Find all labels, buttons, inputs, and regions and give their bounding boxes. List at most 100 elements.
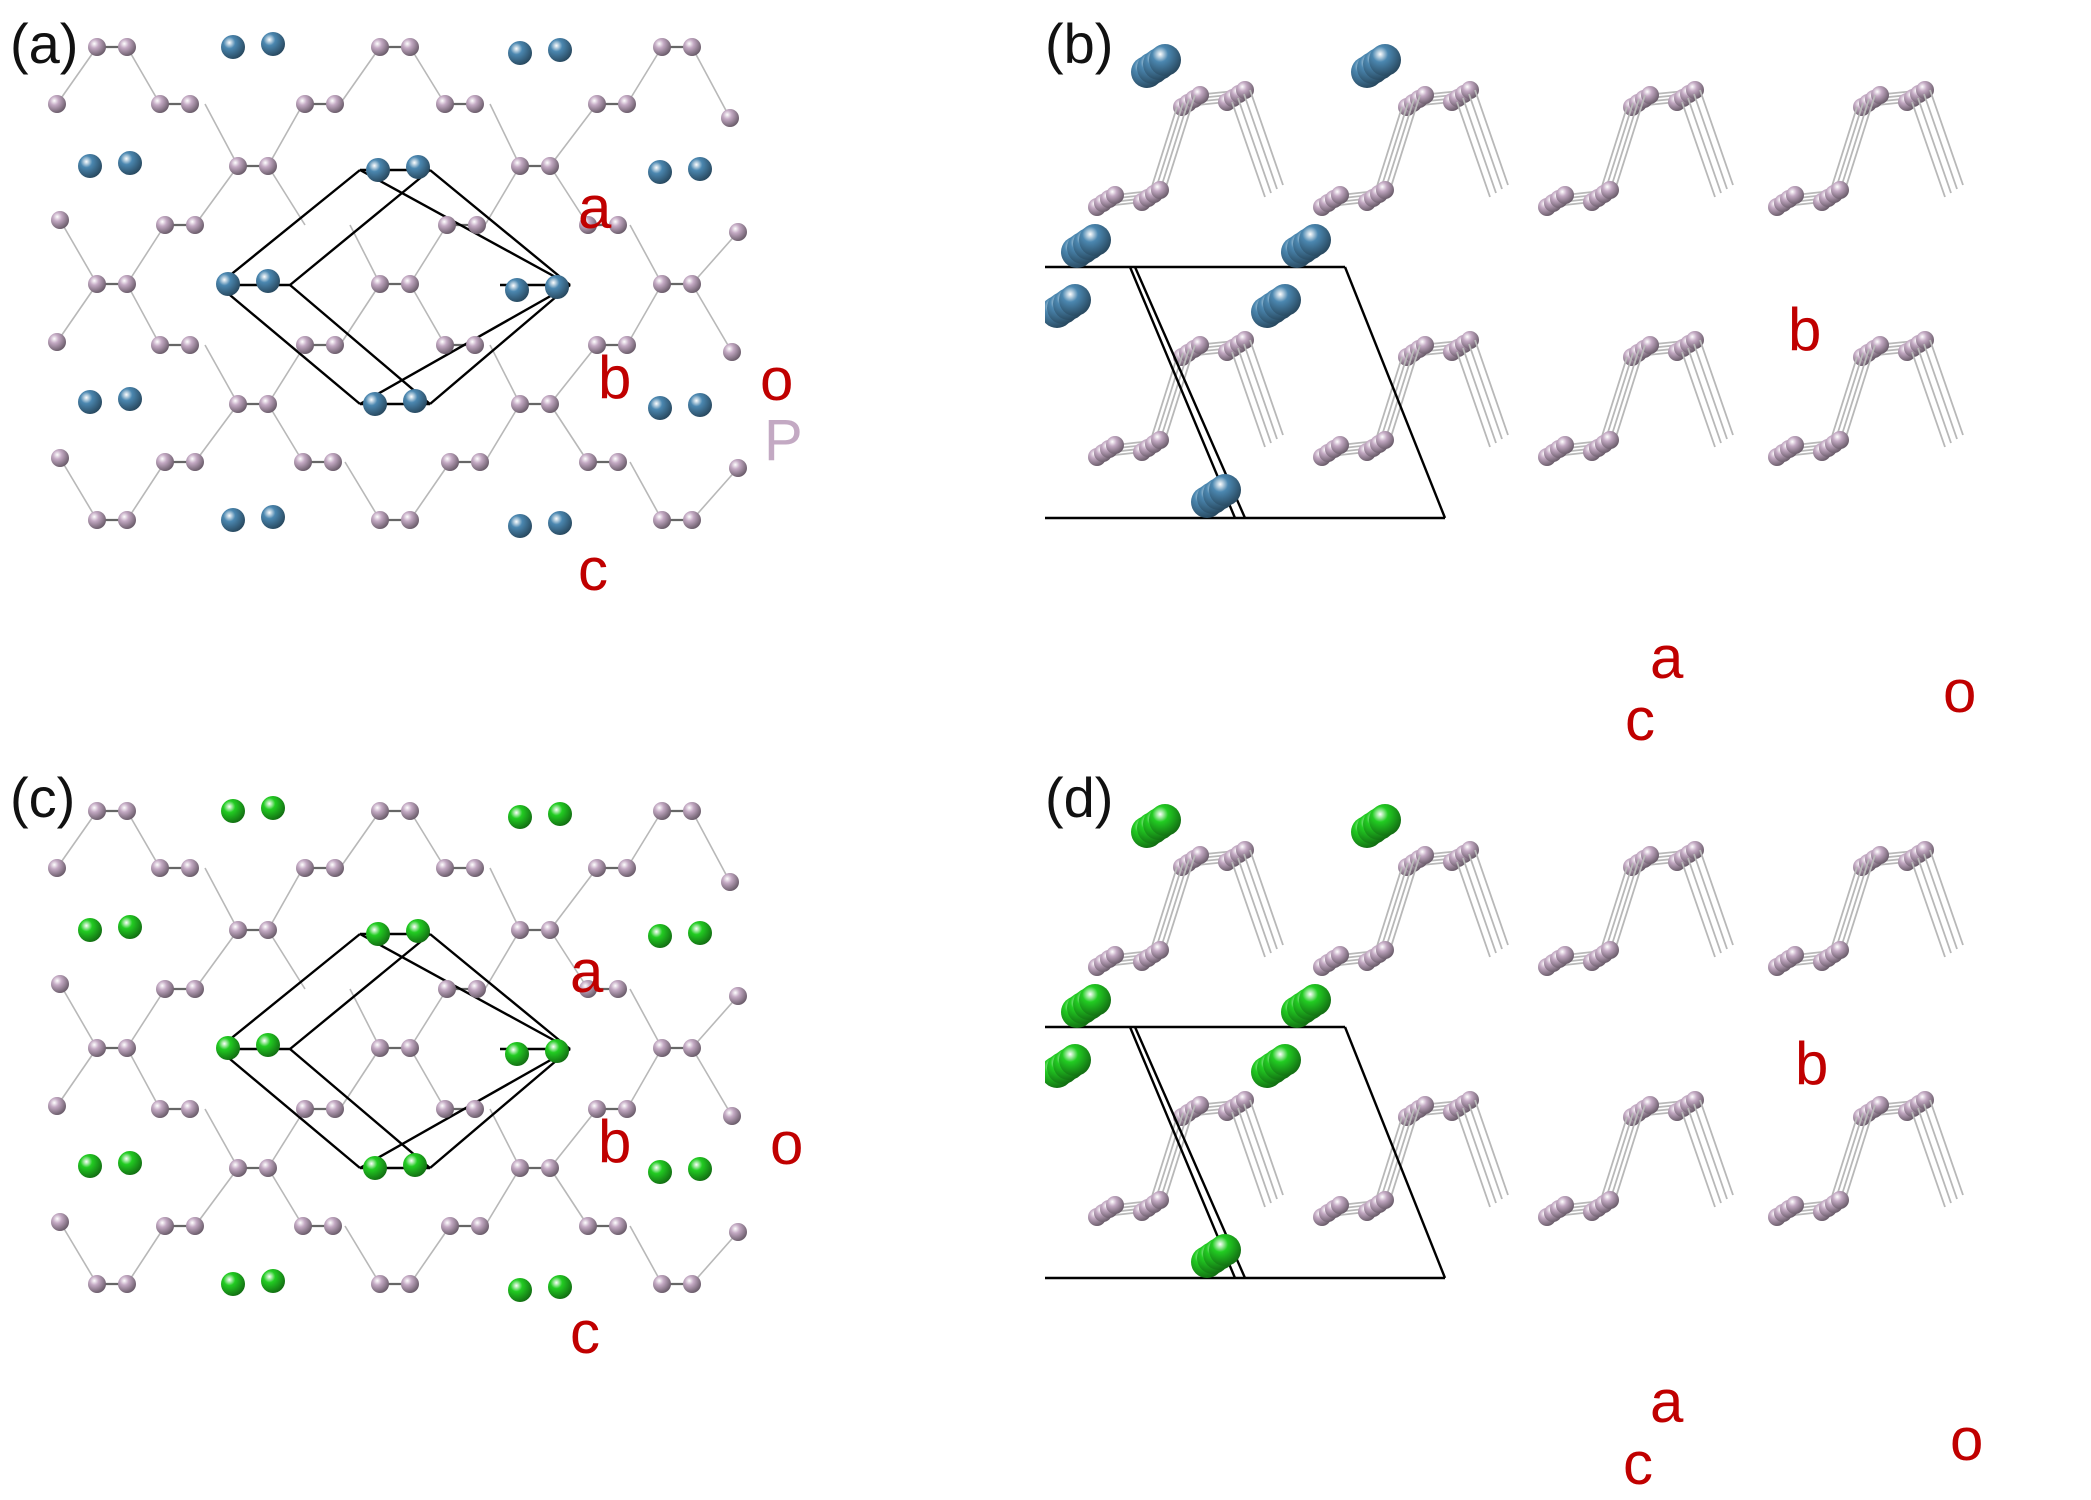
phosphorus-atom bbox=[1871, 846, 1889, 864]
p-p-bond bbox=[1699, 849, 1734, 946]
p-p-bond bbox=[1844, 1104, 1876, 1201]
unit-cell-edge bbox=[1343, 1026, 1447, 1279]
side-view-group bbox=[1045, 804, 1964, 1280]
p-p-bond bbox=[1164, 94, 1196, 191]
metal-atom bbox=[505, 1042, 529, 1066]
p-p-bond bbox=[1608, 858, 1640, 955]
axis-label-a: a bbox=[1650, 624, 1684, 691]
phosphorus-atom bbox=[723, 343, 741, 361]
metal-atom bbox=[1079, 224, 1111, 256]
phosphorus-atom bbox=[541, 395, 559, 413]
phosphorus-atom bbox=[259, 1159, 277, 1177]
phosphorus-atom bbox=[441, 453, 459, 471]
unit-cell-edge bbox=[217, 1048, 361, 1169]
structure-top-view-c bbox=[48, 796, 747, 1302]
p-p-bond bbox=[1158, 1108, 1190, 1205]
phosphorus-atom bbox=[1236, 1091, 1254, 1109]
axis-label-c: c bbox=[570, 1299, 600, 1366]
phosphorus-atom bbox=[1191, 336, 1209, 354]
phosphorus-atom bbox=[579, 980, 597, 998]
p-p-bond bbox=[1231, 861, 1266, 958]
p-p-bond bbox=[1614, 344, 1646, 441]
phosphorus-atom bbox=[118, 275, 136, 293]
phosphorus-atom bbox=[441, 1217, 459, 1235]
metal-atom bbox=[261, 32, 285, 56]
phosphorus-atom bbox=[683, 1275, 701, 1293]
p-p-bond bbox=[1243, 93, 1278, 190]
metal-atom bbox=[1079, 984, 1111, 1016]
phosphorus-atom bbox=[1331, 1196, 1349, 1214]
p-p-bond bbox=[1911, 351, 1946, 448]
phosphorus-atom bbox=[1871, 1096, 1889, 1114]
p-p-bond bbox=[194, 1167, 239, 1227]
phosphorus-atom bbox=[88, 802, 106, 820]
axis-label-c: c bbox=[1625, 686, 1655, 753]
metal-atom bbox=[1209, 474, 1241, 506]
phosphorus-atom bbox=[729, 1223, 747, 1241]
p-p-bond bbox=[1474, 849, 1509, 946]
phosphorus-atom bbox=[1916, 331, 1934, 349]
p-p-bond bbox=[1929, 89, 1964, 186]
phosphorus-atom bbox=[1236, 841, 1254, 859]
metal-atom bbox=[688, 1157, 712, 1181]
phosphorus-atom bbox=[151, 1100, 169, 1118]
p-p-bond bbox=[484, 165, 521, 226]
p-p-bond bbox=[126, 224, 166, 285]
p-p-bond bbox=[489, 344, 521, 405]
p-p-bond bbox=[1917, 347, 1952, 444]
p-p-bond bbox=[629, 988, 663, 1049]
metal-atom bbox=[548, 511, 572, 535]
panel-c: (c) a b c o bbox=[0, 750, 1045, 1500]
phosphorus-atom bbox=[1601, 431, 1619, 449]
phosphorus-atom bbox=[88, 275, 106, 293]
phosphorus-atom bbox=[371, 802, 389, 820]
p-p-bond bbox=[409, 283, 446, 346]
p-p-bond bbox=[691, 810, 731, 883]
p-p-bond bbox=[626, 810, 663, 869]
axis-label-a: a bbox=[570, 938, 604, 1005]
phosphorus-atom bbox=[156, 980, 174, 998]
p-p-bond bbox=[1693, 343, 1728, 440]
p-p-bond bbox=[629, 1225, 663, 1285]
metal-atom bbox=[78, 154, 102, 178]
p-p-bond bbox=[629, 461, 663, 521]
p-p-bond bbox=[1687, 347, 1722, 444]
phosphorus-atom bbox=[296, 859, 314, 877]
p-p-bond bbox=[339, 283, 381, 346]
p-p-bond bbox=[204, 867, 239, 931]
phosphorus-atom bbox=[729, 987, 747, 1005]
phosphorus-atom bbox=[466, 859, 484, 877]
p-p-bond bbox=[56, 810, 98, 869]
p-p-bond bbox=[1158, 348, 1190, 445]
p-p-bond bbox=[1699, 339, 1734, 436]
phosphorus-atom bbox=[579, 1217, 597, 1235]
unit-cell-edge bbox=[289, 284, 431, 405]
p-p-bond bbox=[549, 929, 589, 990]
p-p-bond bbox=[1474, 339, 1509, 436]
phosphorus-atom bbox=[1151, 1191, 1169, 1209]
phosphorus-atom bbox=[181, 95, 199, 113]
p-p-bond bbox=[204, 1108, 239, 1169]
p-p-bond bbox=[1383, 858, 1415, 955]
p-p-bond bbox=[1608, 98, 1640, 195]
phosphorus-atom bbox=[466, 95, 484, 113]
p-p-bond bbox=[1389, 854, 1421, 951]
p-p-bond bbox=[626, 46, 663, 105]
metal-atom bbox=[261, 796, 285, 820]
p-p-bond bbox=[549, 103, 598, 167]
p-p-bond bbox=[1838, 1108, 1870, 1205]
p-p-bond bbox=[267, 103, 304, 167]
p-p-bond bbox=[126, 46, 161, 105]
unit-cell-edge bbox=[429, 169, 571, 286]
p-p-bond bbox=[1838, 348, 1870, 445]
p-p-bond bbox=[1249, 849, 1284, 946]
phosphorus-atom bbox=[683, 275, 701, 293]
phosphorus-atom bbox=[1461, 841, 1479, 859]
phosphorus-atom bbox=[324, 1217, 342, 1235]
p-p-bond bbox=[1608, 1108, 1640, 1205]
phosphorus-atom bbox=[1601, 1191, 1619, 1209]
panel-label-a: (a) bbox=[10, 12, 79, 75]
axis-label-a: a bbox=[1650, 1368, 1684, 1435]
p-p-bond bbox=[1231, 1111, 1266, 1208]
phosphorus-atom bbox=[296, 1100, 314, 1118]
